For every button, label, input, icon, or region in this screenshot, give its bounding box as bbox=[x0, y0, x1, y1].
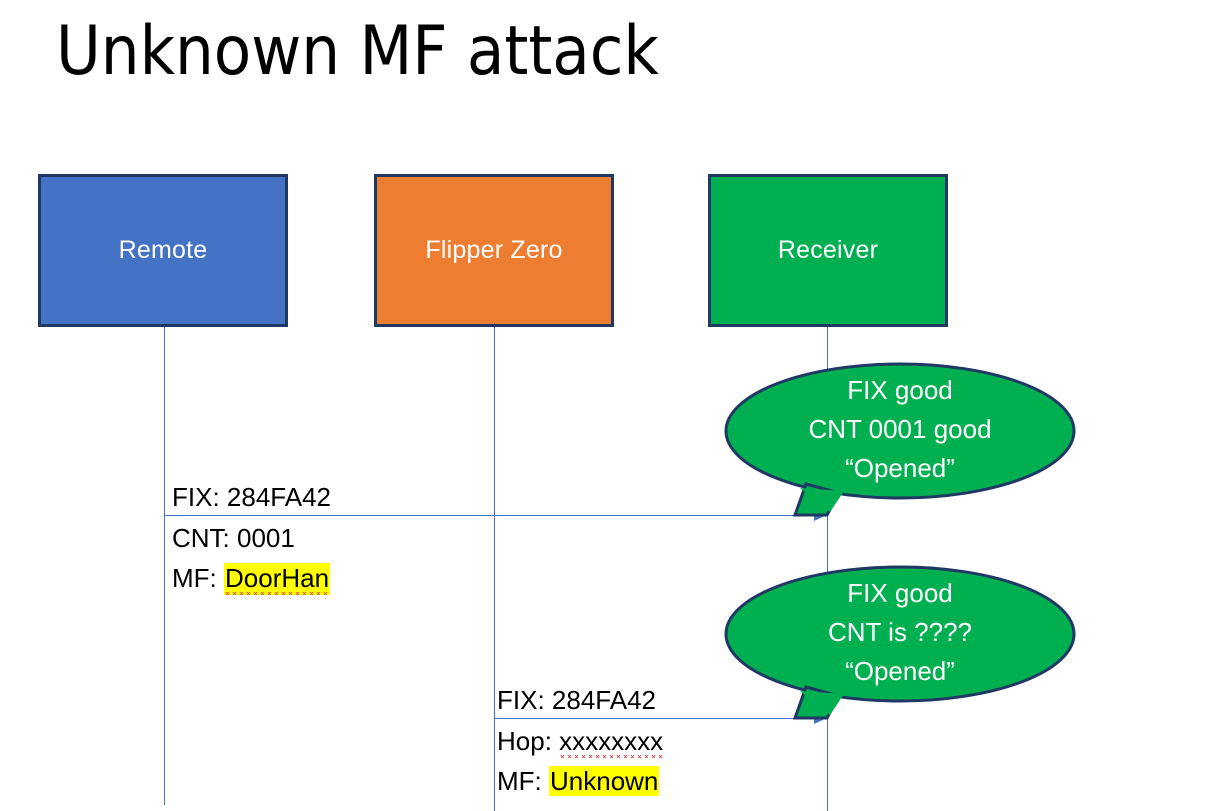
actor-box-remote[interactable]: Remote bbox=[38, 174, 288, 327]
actor-box-flipper[interactable]: Flipper Zero bbox=[374, 174, 614, 327]
message-line-value-spellchecked: xxxxxxxx bbox=[559, 726, 664, 756]
callout-first-shape bbox=[724, 362, 1076, 517]
callout-second[interactable]: FIX good CNT is ???? “Opened” bbox=[720, 563, 1080, 728]
actor-label-receiver: Receiver bbox=[777, 236, 879, 264]
actor-box-receiver[interactable]: Receiver bbox=[708, 174, 948, 327]
message-text-2: FIX: 284FA42 bbox=[497, 680, 656, 720]
message-line-value: 0001 bbox=[237, 523, 295, 553]
callout-first[interactable]: FIX good CNT 0001 good “Opened” bbox=[720, 360, 1080, 525]
message-text-1: FIX: 284FA42 bbox=[172, 477, 331, 517]
message-line-1-2: CNT: 0001 bbox=[172, 518, 330, 558]
callout-second-shape bbox=[724, 565, 1076, 720]
lifeline-remote bbox=[164, 327, 165, 805]
message-line-label: MF: bbox=[172, 563, 224, 593]
message-line-value: 284FA42 bbox=[226, 482, 331, 512]
message-line-2-2: Hop: xxxxxxxx bbox=[497, 721, 664, 761]
message-line-1-1: FIX: 284FA42 bbox=[172, 477, 331, 517]
message-line-value-highlighted: Unknown bbox=[549, 766, 660, 796]
lifeline-flipper bbox=[494, 327, 495, 811]
message-line-1-3: MF: DoorHan bbox=[172, 558, 330, 598]
message-line-2-3: MF: Unknown bbox=[497, 761, 663, 801]
actor-label-flipper: Flipper Zero bbox=[425, 236, 563, 264]
message-line-label: FIX: bbox=[497, 685, 552, 715]
message-arrow-line-2 bbox=[494, 718, 814, 719]
message-text-1-body: CNT: 0001 MF: DoorHan bbox=[172, 518, 330, 598]
actor-label-remote: Remote bbox=[118, 236, 208, 264]
message-line-label: FIX: bbox=[172, 482, 227, 512]
message-line-value: 284FA42 bbox=[551, 685, 656, 715]
lifeline-receiver bbox=[827, 327, 828, 811]
message-arrow-line-1 bbox=[164, 515, 814, 516]
message-line-label: Hop: bbox=[497, 726, 560, 756]
message-line-label: MF: bbox=[497, 766, 549, 796]
message-text-2-body: Hop: xxxxxxxx MF: Unknown bbox=[497, 721, 664, 801]
message-line-value-highlighted: DoorHan bbox=[225, 563, 330, 593]
message-line-2-1: FIX: 284FA42 bbox=[497, 680, 656, 720]
page-title: Unknown MF attack bbox=[56, 12, 659, 91]
message-line-label: CNT: bbox=[172, 523, 237, 553]
